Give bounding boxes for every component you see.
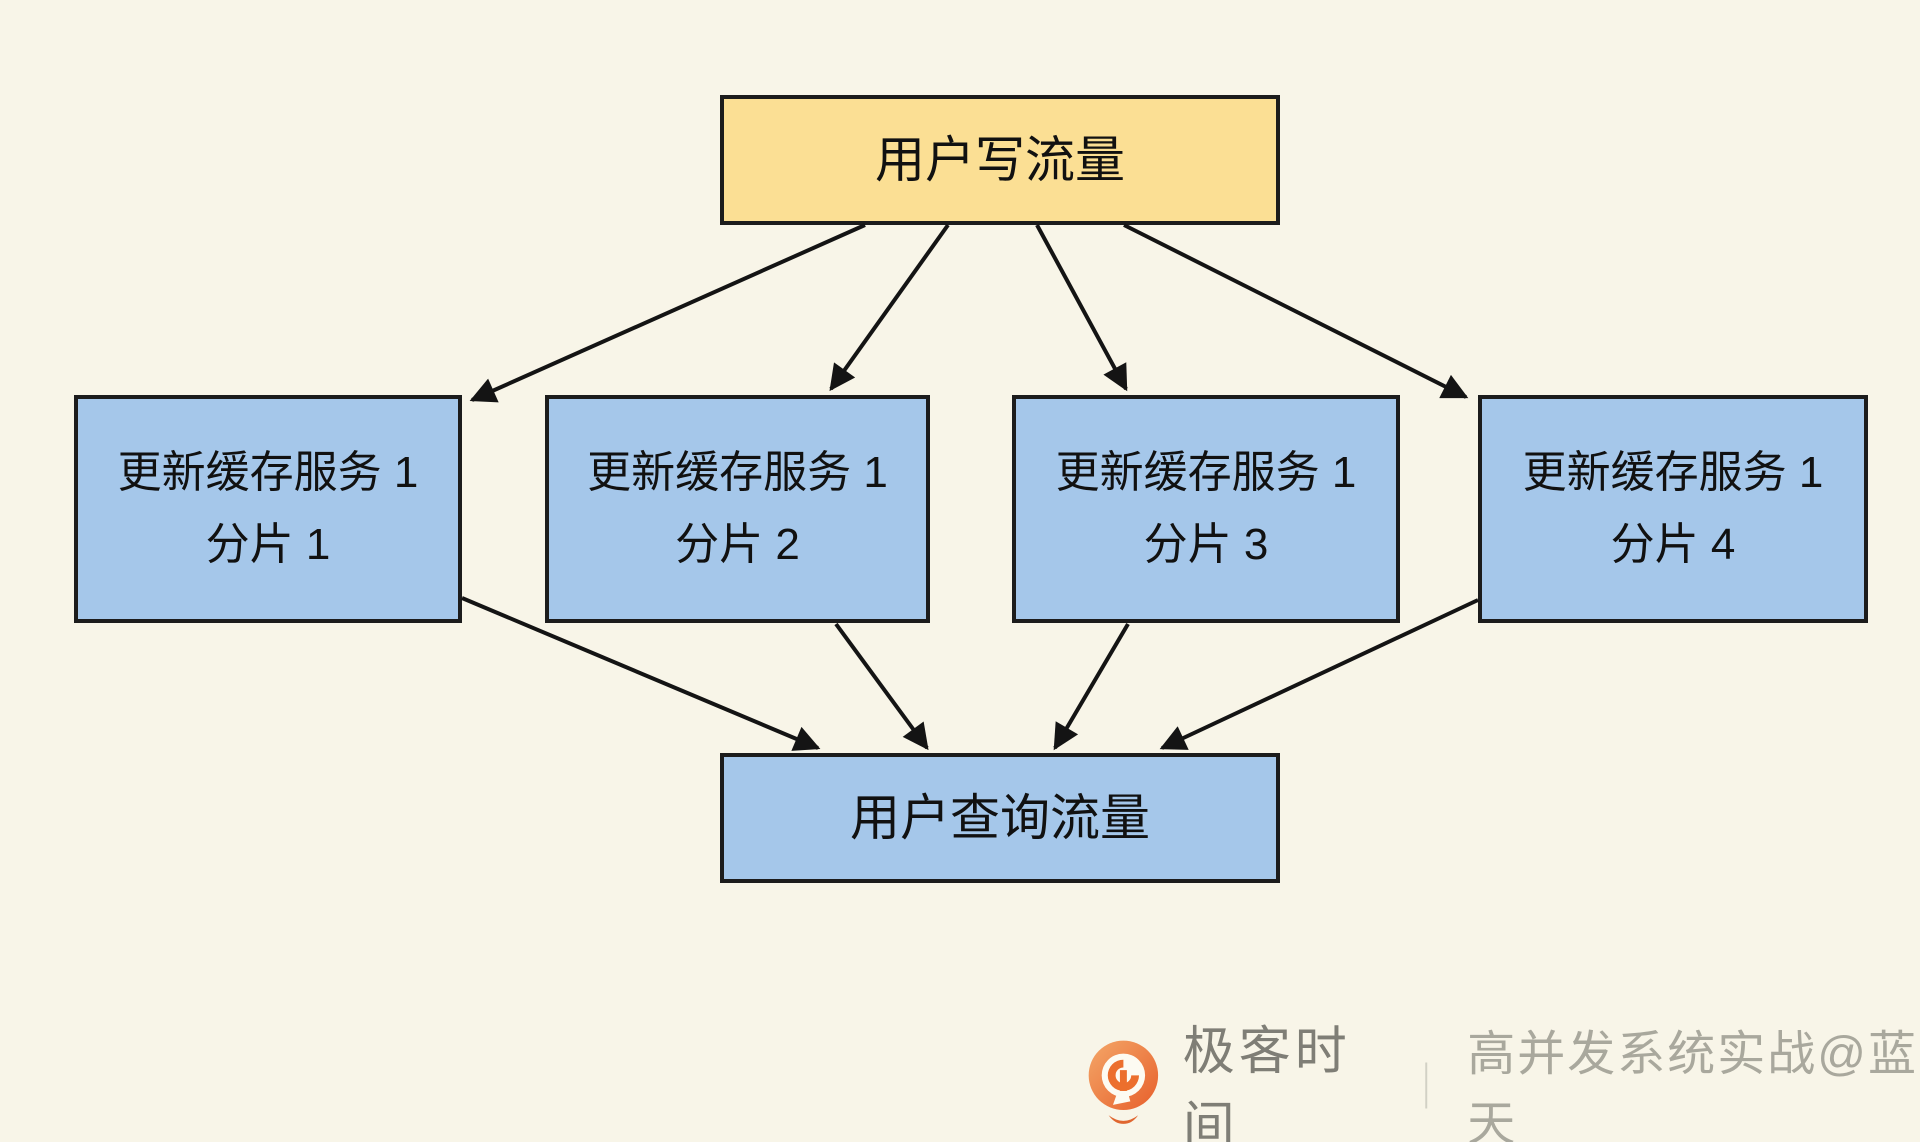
node-cache-shard-3: 更新缓存服务 1 分片 3 <box>1012 395 1400 623</box>
node-cache-shard-2: 更新缓存服务 1 分片 2 <box>545 395 930 623</box>
node-cache-shard-4-subtitle: 分片 4 <box>1610 520 1736 569</box>
arrow-shard-2-to-query <box>834 622 929 751</box>
node-user-write-traffic-label: 用户写流量 <box>875 132 1125 188</box>
node-cache-shard-2-title: 更新缓存服务 1 <box>587 448 888 497</box>
arrow-write-to-shard-3 <box>1035 224 1128 392</box>
author-credit: 高并发系统实战@蓝天 <box>1467 1028 1919 1142</box>
node-cache-shard-1: 更新缓存服务 1 分片 1 <box>74 395 462 623</box>
arrow-shard-3-to-query <box>1053 622 1130 751</box>
geektime-logo-icon <box>1088 1040 1159 1124</box>
node-cache-shard-2-subtitle: 分片 2 <box>675 520 800 569</box>
node-cache-shard-3-title: 更新缓存服务 1 <box>1055 448 1357 497</box>
node-cache-shard-4-title: 更新缓存服务 1 <box>1522 448 1824 497</box>
node-user-query-traffic: 用户查询流量 <box>720 753 1280 883</box>
node-cache-shard-4: 更新缓存服务 1 分片 4 <box>1478 395 1868 623</box>
brand-name: 极客时间 <box>1182 1023 1351 1142</box>
arrow-write-to-shard-2 <box>829 223 950 392</box>
node-cache-shard-1-title: 更新缓存服务 1 <box>117 448 419 497</box>
arrow-write-to-shard-4 <box>1123 223 1469 399</box>
footer-watermark: 极客时间 ｜ 高并发系统实战@蓝天 <box>1080 1023 1920 1142</box>
footer-divider: ｜ <box>1403 1061 1450 1113</box>
node-user-query-traffic-label: 用户查询流量 <box>850 790 1150 846</box>
arrow-write-to-shard-1 <box>469 223 866 403</box>
node-cache-shard-3-subtitle: 分片 3 <box>1143 520 1269 569</box>
node-cache-shard-1-subtitle: 分片 1 <box>205 520 331 569</box>
node-user-write-traffic: 用户写流量 <box>720 95 1280 225</box>
